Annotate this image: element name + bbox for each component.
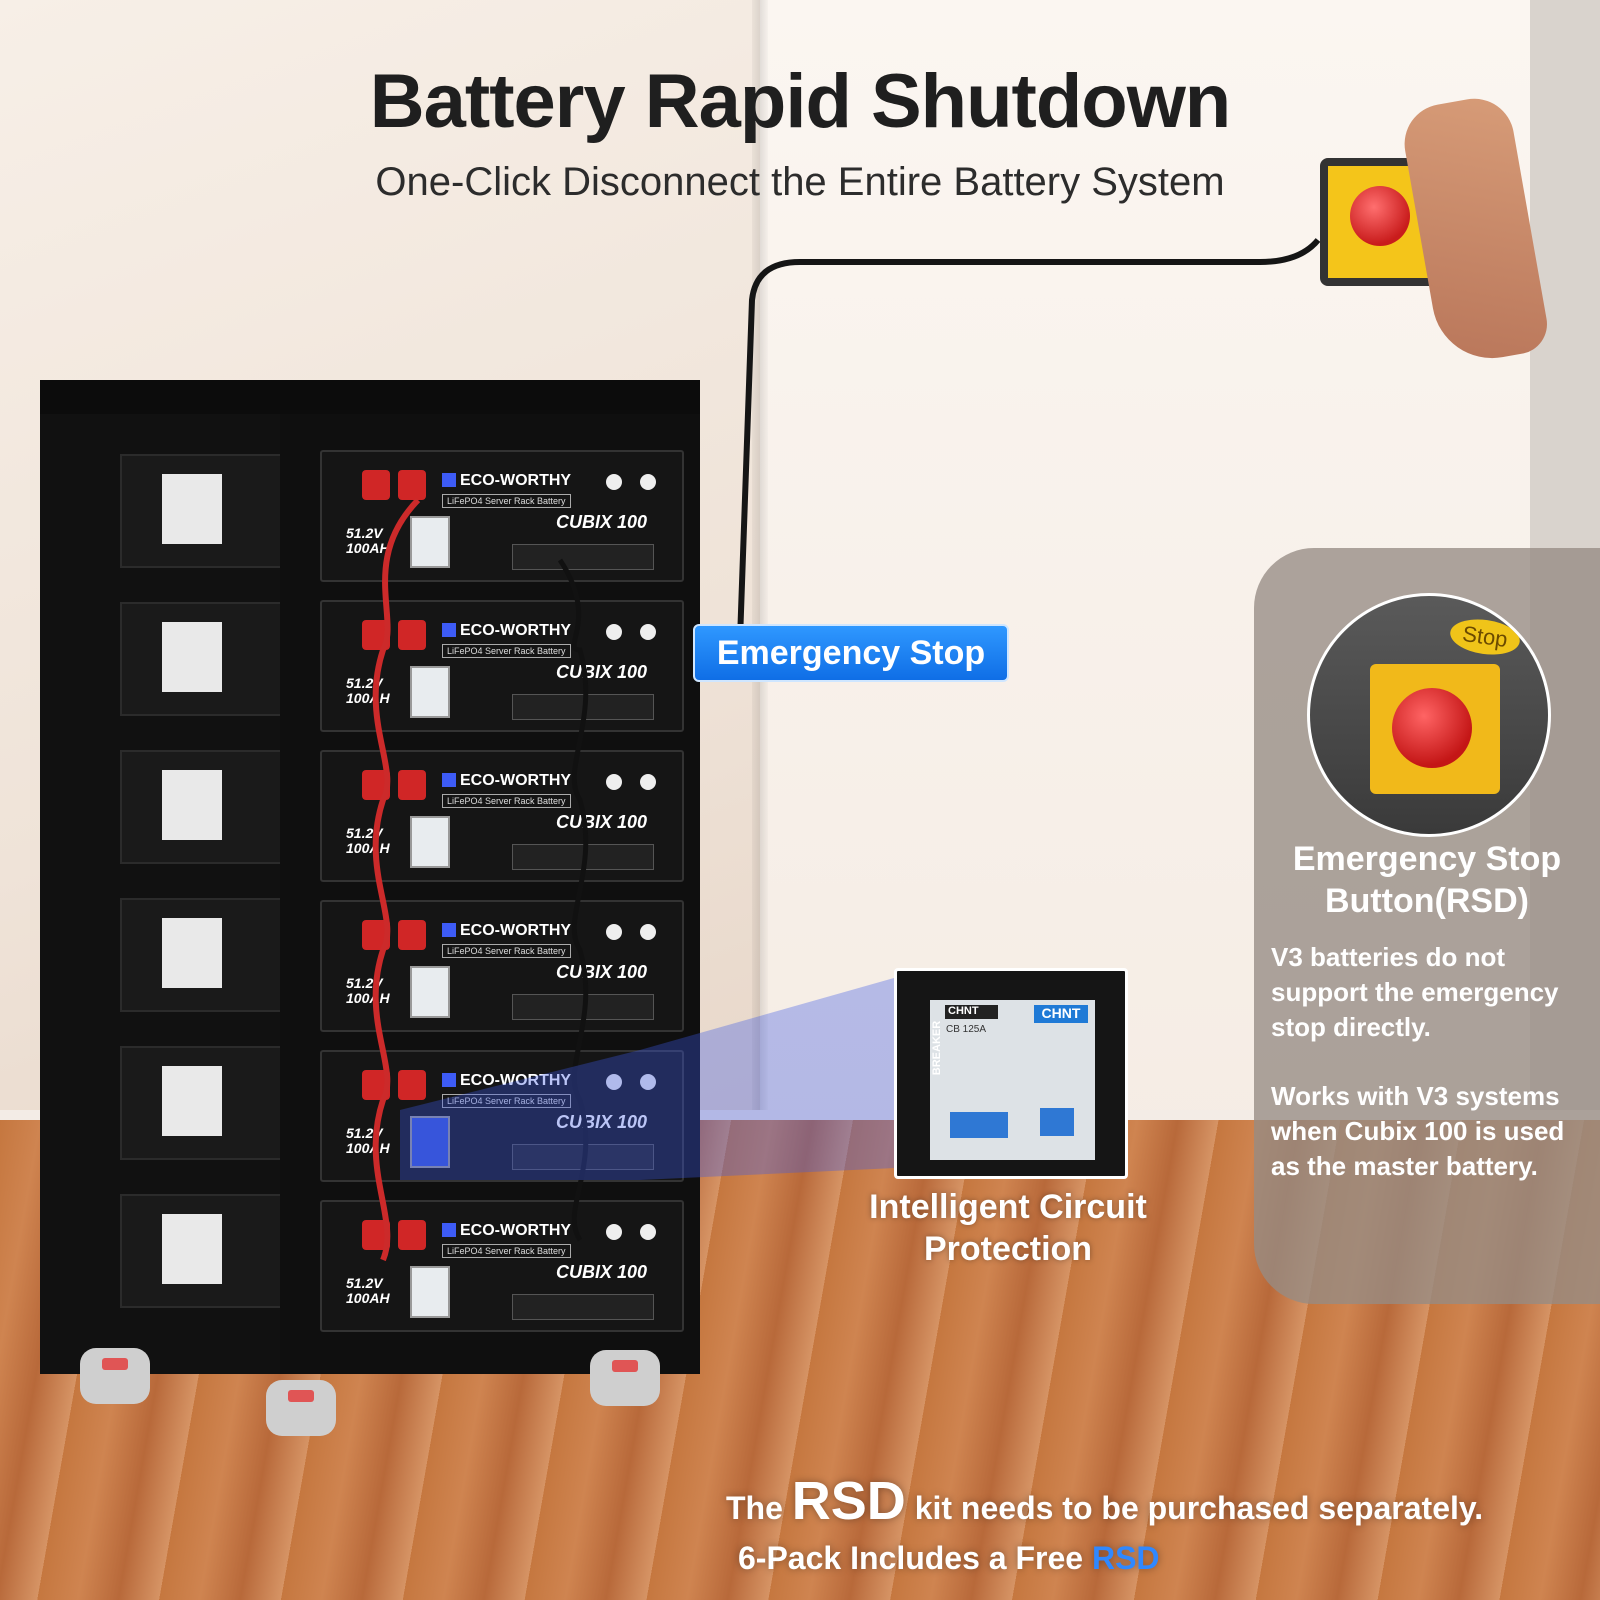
wall-corner — [752, 0, 768, 1180]
module-product: LiFePO4 Server Rack Battery — [442, 944, 571, 958]
rsd-note-2: Works with V3 systems when Cubix 100 is … — [1271, 1081, 1565, 1181]
note-highlight: RSD — [791, 1471, 906, 1531]
caster-wheel — [80, 1348, 150, 1404]
page-title: Battery Rapid Shutdown — [369, 59, 1231, 144]
module-voltage: 51.2V — [346, 525, 383, 541]
module-brand: ECO-WORTHY — [460, 622, 572, 639]
module-product: LiFePO4 Server Rack Battery — [442, 494, 571, 508]
rack-top — [40, 380, 700, 414]
rsd-note-1: V3 batteries do not support the emergenc… — [1271, 942, 1559, 1042]
module-model: CUBIX 100 — [556, 962, 648, 982]
breaker-switch — [1040, 1108, 1074, 1136]
module-voltage: 51.2V — [346, 1275, 383, 1291]
emergency-stop-tag: Emergency Stop — [693, 624, 1009, 682]
module-product: LiFePO4 Server Rack Battery — [442, 1244, 571, 1258]
bundle-note: 6-Pack Includes a Free RSD — [738, 1540, 1598, 1577]
module-model: CUBIX 100 — [556, 662, 648, 682]
breaker-brand-left: CHNT — [945, 1005, 998, 1019]
side-module — [120, 898, 284, 1012]
rack-side — [40, 414, 284, 1374]
module-brand: ECO-WORTHY — [460, 922, 572, 939]
battery-module: ECO-WORTHY LiFePO4 Server Rack Battery C… — [320, 450, 684, 582]
circuit-protection-label: Intelligent Circuit Protection — [869, 1188, 1147, 1268]
rsd-card-text: V3 batteries do not support the emergenc… — [1271, 940, 1596, 1218]
bundle-highlight: RSD — [1091, 1540, 1160, 1576]
module-brand: ECO-WORTHY — [460, 1072, 572, 1089]
module-brand: ECO-WORTHY — [460, 1222, 572, 1239]
side-module — [120, 1194, 284, 1308]
module-capacity: 100AH — [346, 1290, 390, 1306]
module-brand: ECO-WORTHY — [460, 772, 572, 789]
note-suffix: kit needs to be purchased separately. — [914, 1490, 1484, 1526]
page-subtitle: One-Click Disconnect the Entire Battery … — [375, 160, 1225, 204]
breaker-switch — [950, 1112, 1008, 1138]
side-module — [120, 750, 284, 864]
module-model: CUBIX 100 — [556, 1112, 647, 1133]
breaker-side-label: BREAKER — [931, 1020, 944, 1076]
module-model: CUBIX 100 — [556, 1262, 648, 1282]
module-product: LiFePO4 Server Rack Battery — [442, 794, 571, 808]
purchase-note: The RSD kit needs to be purchased separa… — [726, 1470, 1586, 1532]
rack-front: A ECO-WORTHY LiFePO4 Server Rack Battery… — [280, 414, 700, 1374]
bundle-prefix: 6-Pack Includes a Free — [738, 1540, 1084, 1576]
side-module — [120, 602, 284, 716]
caster-wheel — [266, 1380, 336, 1436]
module-capacity: 100AH — [346, 540, 390, 556]
module-product: LiFePO4 Server Rack Battery — [442, 1094, 571, 1108]
breaker-rating: CB 125A — [946, 1024, 987, 1035]
caster-wheel — [590, 1350, 660, 1406]
rsd-photo: Stop — [1307, 593, 1551, 837]
note-prefix: The — [726, 1490, 783, 1526]
side-module — [120, 454, 284, 568]
wall-estop-button-icon — [1350, 186, 1410, 246]
breaker-brand-right: CHNT — [1034, 1005, 1088, 1023]
module-model: CUBIX 100 — [556, 812, 648, 832]
rsd-card-title: Emergency Stop Button(RSD) — [1292, 840, 1562, 920]
battery-rack: A ECO-WORTHY LiFePO4 Server Rack Battery… — [40, 380, 700, 1436]
side-module — [120, 1046, 284, 1160]
module-model: CUBIX 100 — [556, 512, 648, 532]
rsd-button-icon — [1392, 688, 1472, 768]
module-product: LiFePO4 Server Rack Battery — [442, 644, 571, 658]
module-brand: ECO-WORTHY — [460, 472, 572, 489]
